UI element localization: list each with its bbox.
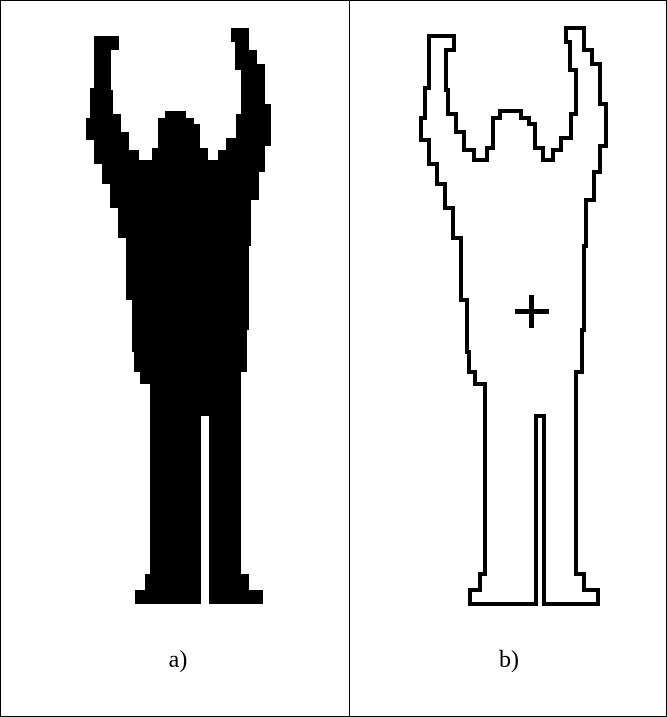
panel-b: b) bbox=[421, 28, 606, 673]
panel-b-caption: b) bbox=[499, 647, 519, 673]
silhouette-outline bbox=[421, 28, 606, 604]
panel-a-caption: a) bbox=[169, 647, 188, 673]
panel-a: a) bbox=[86, 28, 271, 673]
silhouette-filled bbox=[86, 28, 271, 604]
